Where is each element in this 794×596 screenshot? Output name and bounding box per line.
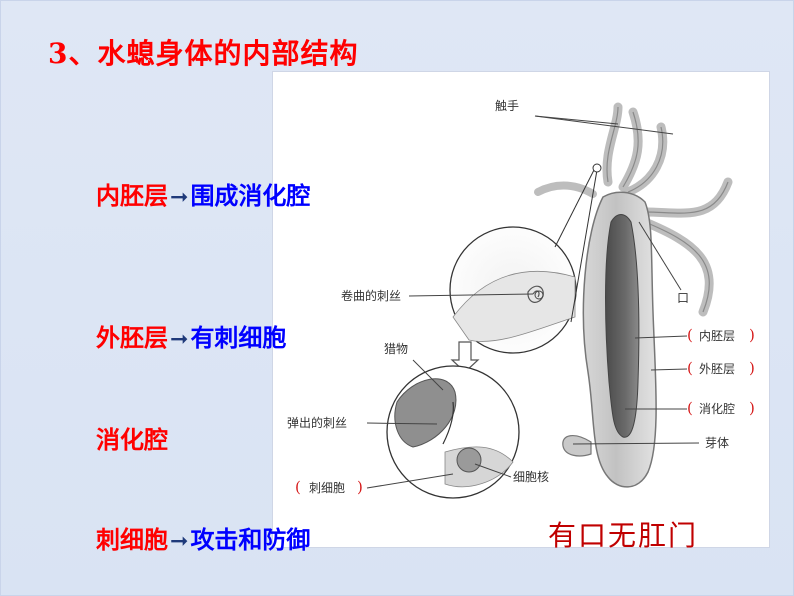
bullet-ectoderm: 外胚层➞有刺细胞 bbox=[96, 318, 286, 353]
digestive-cavity-shape bbox=[605, 214, 640, 438]
bracket-left-cnidocyte: ( bbox=[295, 478, 301, 496]
bracket-right-cavity: ) bbox=[749, 399, 755, 417]
bullet-cnidocyte: 刺细胞➞攻击和防御 bbox=[96, 520, 310, 555]
bracket-right-ectoderm: ) bbox=[749, 359, 755, 377]
bracket-right-endoderm: ) bbox=[749, 326, 755, 344]
bracket-left-endoderm: ( bbox=[687, 326, 693, 344]
bullet-endoderm: 内胚层➞围成消化腔 bbox=[96, 176, 310, 211]
label-endoderm: 内胚层 bbox=[699, 329, 735, 343]
bullet-desc: 攻击和防御 bbox=[190, 525, 311, 554]
bullet-term: 消化腔 bbox=[96, 425, 168, 454]
label-mouth: 口 bbox=[677, 291, 689, 305]
tentacle-6 bbox=[534, 181, 597, 198]
label-nucleus: 细胞核 bbox=[513, 470, 549, 484]
label-ectoderm: 外胚层 bbox=[699, 362, 735, 376]
bullet-term: 外胚层 bbox=[96, 323, 168, 352]
label-cavity: 消化腔 bbox=[699, 401, 735, 416]
bracket-left-ectoderm: ( bbox=[687, 359, 693, 377]
label-cnidocyte: 刺细胞 bbox=[309, 481, 345, 495]
label-ejected-thread: 弹出的刺丝 bbox=[287, 415, 347, 430]
tentacle-4 bbox=[640, 177, 733, 218]
hydra-diagram: 触手 卷曲的刺丝 口 猎物 弹出的刺丝 细胞核 ( 刺细胞 ) bbox=[287, 99, 755, 499]
bullet-term: 内胚层 bbox=[96, 181, 168, 210]
bullet-desc: 围成消化腔 bbox=[190, 181, 311, 210]
down-arrow-icon bbox=[450, 341, 480, 373]
arrow-right-icon: ➞ bbox=[170, 529, 189, 554]
hydra-figure-panel: 触手 卷曲的刺丝 口 猎物 弹出的刺丝 细胞核 ( 刺细胞 ) bbox=[273, 72, 769, 547]
label-coiled-thread: 卷曲的刺丝 bbox=[341, 288, 401, 303]
arrow-right-icon: ➞ bbox=[170, 327, 189, 352]
label-tentacle: 触手 bbox=[495, 99, 519, 113]
label-prey: 猎物 bbox=[384, 342, 408, 356]
bullet-term: 刺细胞 bbox=[96, 525, 168, 554]
bracket-right-cnidocyte: ) bbox=[357, 478, 363, 496]
hydra-bud bbox=[562, 435, 592, 457]
label-bud: 芽体 bbox=[705, 436, 729, 450]
bullet-cavity: 消化腔 bbox=[96, 420, 168, 455]
bracket-left-cavity: ( bbox=[687, 399, 693, 417]
slide-title: 3、水螅身体的内部结构 bbox=[48, 37, 359, 70]
arrow-right-icon: ➞ bbox=[170, 185, 189, 210]
note-mouth-no-anus: 有口无肛门 bbox=[548, 519, 699, 552]
bullet-desc: 有刺细胞 bbox=[190, 323, 287, 352]
